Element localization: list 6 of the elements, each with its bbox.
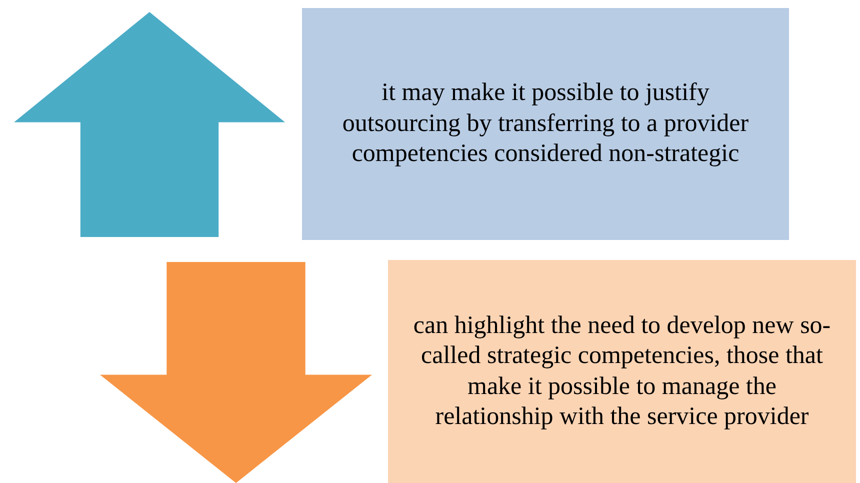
box-text: can highlight the need to develop new so-called strategic competencies, those that make it possible to manage the relationship with the service provider [412, 310, 832, 432]
box-text: it may make it possible to justify outsourcing by transferring to a provider competencies considered non-strategic [342, 78, 749, 170]
text-box [302, 8, 789, 240]
down-arrow-shape [100, 262, 372, 483]
up-arrow-shape [14, 12, 285, 237]
text-box [388, 260, 856, 483]
